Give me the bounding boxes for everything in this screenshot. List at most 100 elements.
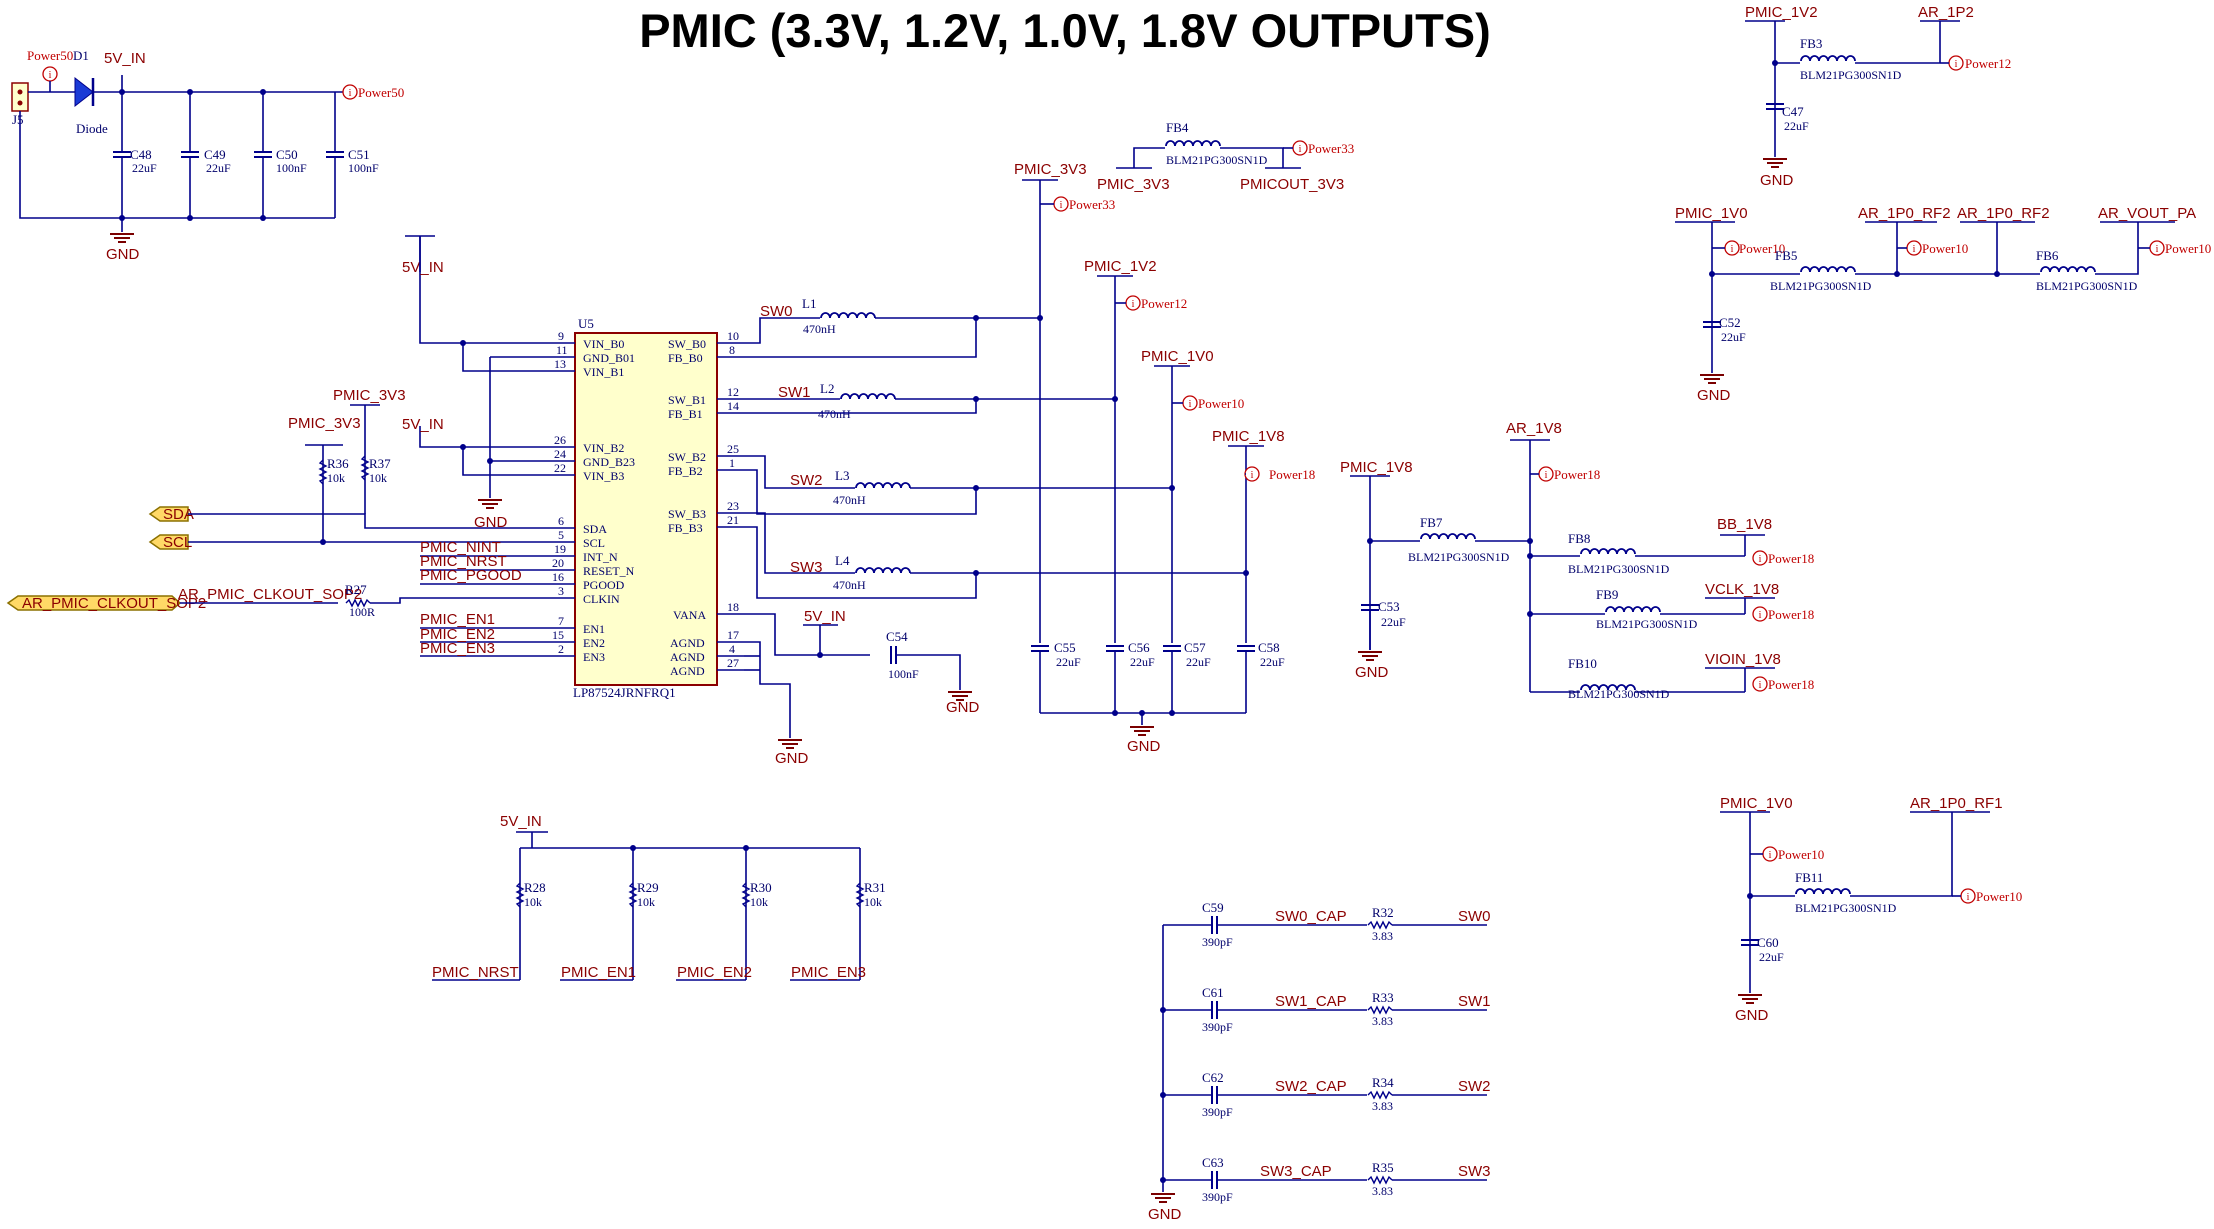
schematic-label: AR_1P2 (1918, 4, 1974, 21)
schematic-label: 22 (554, 461, 566, 475)
schematic-label: FB_B2 (668, 464, 703, 478)
schematic-label: SDA (163, 506, 194, 523)
schematic-label: SCL (583, 536, 605, 550)
schematic-label: GND (1127, 738, 1161, 755)
power-flag-icon (1960, 888, 1976, 904)
schematic-label: SW3 (1458, 1163, 1491, 1180)
schematic-label: 3.83 (1372, 1099, 1393, 1113)
schematic-label: VCLK_1V8 (1705, 581, 1779, 598)
schematic-label: GND (1735, 1007, 1769, 1024)
schematic-label: GND (946, 699, 980, 716)
d1-value: Diode (76, 121, 108, 136)
schematic-label: VIN_B1 (583, 365, 624, 379)
schematic-label: BLM21PG300SN1D (1568, 687, 1670, 701)
schematic-label: BB_1V8 (1717, 516, 1772, 533)
schematic-label: 390pF (1202, 1190, 1233, 1204)
schematic-label: SW_B2 (668, 450, 706, 464)
schematic-label: BLM21PG300SN1D (1596, 617, 1698, 631)
schematic-label: 470nH (833, 578, 866, 592)
schematic-label: SW3 (790, 559, 823, 576)
schematic-label: FB7 (1420, 515, 1443, 530)
schematic-label: 4 (729, 642, 735, 656)
schematic-label: PMIC_1V8 (1212, 428, 1285, 445)
schematic-label: PMIC_1V0 (1675, 205, 1748, 222)
schematic-label: 21 (727, 513, 739, 527)
ic-u5-body[interactable] (574, 332, 718, 686)
schematic-label: PMIC_EN1 (420, 611, 495, 628)
schematic-label: C57 (1184, 640, 1206, 655)
schematic-label: R35 (1372, 1160, 1394, 1175)
schematic-label: 25 (727, 442, 739, 456)
schematic-label: GND (1148, 1206, 1182, 1223)
schematic-label: C62 (1202, 1070, 1224, 1085)
schematic-label: AGND (670, 664, 705, 678)
schematic-label: SCL (163, 534, 192, 551)
schematic-label: FB6 (2036, 248, 2059, 263)
schematic-label: C55 (1054, 640, 1076, 655)
schematic-label: 20 (552, 556, 564, 570)
schematic-label: Power18 (1768, 551, 1814, 566)
snubber-network: GND C59 390pF SW0_CAP R32 3.83 SW0 C61 3… (1148, 900, 1491, 1223)
diode-d1[interactable] (74, 76, 94, 108)
schematic-label: PMIC_NRST (420, 553, 507, 570)
schematic-label: PMIC_EN3 (420, 640, 495, 657)
schematic-label: 3.83 (1372, 1014, 1393, 1028)
schematic-label: C56 (1128, 640, 1150, 655)
schematic-label: L3 (835, 468, 849, 483)
schematic-label: GND_B23 (583, 455, 635, 469)
schematic-label: 27 (727, 656, 739, 670)
net-label-5v-in: 5V_IN (104, 50, 146, 67)
schematic-label: 12 (727, 385, 739, 399)
schematic-label: 10k (524, 895, 542, 909)
schematic-label: Power12 (1141, 296, 1187, 311)
ground-icon (1762, 158, 1788, 168)
schematic-label: PMIC_1V0 (1141, 348, 1214, 365)
schematic-label: 5V_IN (500, 813, 542, 830)
schematic-label: FB_B3 (668, 521, 703, 535)
power-flag-icon (1053, 196, 1069, 212)
power-flag-icon (1724, 240, 1740, 256)
u5-part: LP87524JRNFRQ1 (573, 685, 676, 700)
schematic-label: 2 (558, 642, 564, 656)
filter-ar-1p0-rf2: PMIC_1V0 Power10 FB5 BLM21PG300SN1D AR_1… (1675, 205, 2211, 404)
pullup-resistors: 5V_IN R28 10k R29 10k R30 10k R31 10k PM… (432, 813, 886, 981)
schematic-label: PMIC_1V2 (1745, 4, 1818, 21)
filter-ar-1v8: PMIC_1V8 FB7 BLM21PG300SN1D C53 22uF GND… (1340, 420, 1814, 701)
schematic-label: VIN_B0 (583, 337, 624, 351)
c51-value: 100nF (348, 161, 379, 175)
schematic-label: 8 (729, 343, 735, 357)
schematic-label: 14 (727, 399, 739, 413)
schematic-label: PMIC_PGOOD (420, 567, 522, 584)
schematic-label: BLM21PG300SN1D (2036, 279, 2138, 293)
power-flag-icon (1182, 395, 1198, 411)
schematic-label: FB_B0 (668, 351, 703, 365)
schematic-label: 17 (727, 628, 739, 642)
schematic-label: 22uF (1056, 655, 1081, 669)
connector-pin-icon (17, 89, 23, 95)
schematic-label: 470nH (803, 322, 836, 336)
schematic-label: Power18 (1269, 467, 1315, 482)
c51-ref: C51 (348, 147, 370, 162)
schematic-label: Power10 (1739, 241, 1785, 256)
schematic-label: Power10 (1922, 241, 1968, 256)
filter-ar-1p0-rf1: PMIC_1V0 Power10 AR_1P0_RF1 Power10 FB11… (1720, 795, 2022, 1024)
schematic-label: PMIC_1V0 (1720, 795, 1793, 812)
schematic-label: C53 (1378, 599, 1400, 614)
schematic-label: L4 (835, 553, 850, 568)
schematic-label: PGOOD (583, 578, 625, 592)
schematic-label: 5V_IN (804, 608, 846, 625)
schematic-label: BLM21PG300SN1D (1800, 68, 1902, 82)
schematic-label: 3.83 (1372, 929, 1393, 943)
schematic-label: R28 (524, 880, 546, 895)
schematic-label: EN1 (583, 622, 605, 636)
connector-j5[interactable] (11, 82, 29, 112)
schematic-label: 5V_IN (402, 259, 444, 276)
c50-ref: C50 (276, 147, 298, 162)
schematic-label: C58 (1258, 640, 1280, 655)
power-flag-icon (1125, 295, 1141, 311)
schematic-label: 18 (727, 600, 739, 614)
schematic-label: PMIC_3V3 (288, 415, 361, 432)
schematic-label: 10 (727, 329, 739, 343)
